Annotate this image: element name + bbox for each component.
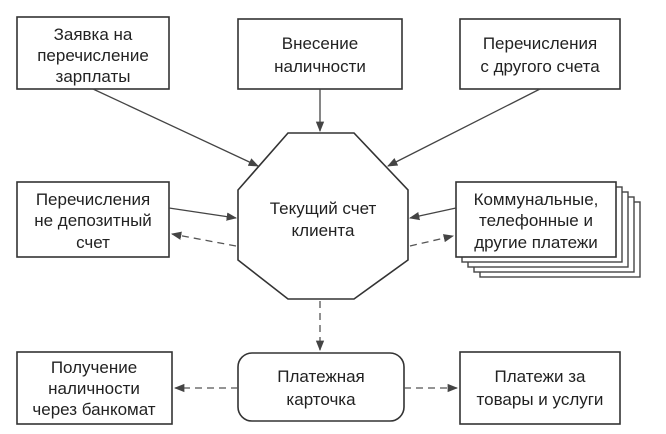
current-account-line-2: клиента (292, 221, 355, 240)
cash-withdrawal-line-2: наличности (48, 379, 140, 398)
arrow-utility-to-account (408, 207, 457, 221)
arrow-salary-to-account (92, 88, 259, 167)
cash-withdrawal-line-3: через банкомат (32, 400, 155, 419)
goods-payments-line-1: Платежи за (495, 367, 586, 386)
cash-deposit-box: Внесение наличности (237, 18, 403, 90)
arrow-transfers-deposit-to-account (168, 207, 238, 221)
cash-deposit-line-1: Внесение (282, 34, 358, 53)
payment-card-line-1: Платежная (277, 367, 365, 386)
transfers-deposit-box: Перечисления не депозитный счет (16, 181, 170, 258)
salary-request-line-3: зарплаты (56, 67, 131, 86)
arrow-transfers-other-to-account (387, 88, 541, 167)
transfers-other-line-1: Перечисления (483, 34, 597, 53)
transfers-other-line-2: с другого счета (480, 57, 600, 76)
salary-request-line-2: перечисление (37, 46, 149, 65)
payment-card-line-2: карточка (286, 390, 356, 409)
utility-payments-stack: Коммунальные, телефонные и другие платеж… (455, 181, 641, 278)
transfers-other-box: Перечисления с другого счета (459, 18, 621, 90)
cash-withdrawal-line-1: Получение (51, 358, 137, 377)
arrow-account-to-transfers-deposit (170, 231, 237, 247)
transfers-deposit-line-2: не депозитный (34, 211, 152, 230)
cash-deposit-line-2: наличности (274, 57, 366, 76)
current-account-octagon: Текущий счет клиента (237, 132, 409, 300)
salary-request-line-1: Заявка на (54, 25, 133, 44)
arrow-account-to-utility (409, 234, 455, 247)
payment-card-box: Платежная карточка (237, 352, 405, 422)
utility-payments-line-2: телефонные и (479, 211, 593, 230)
current-account-line-1: Текущий счет (270, 199, 377, 218)
transfers-deposit-line-1: Перечисления (36, 190, 150, 209)
goods-payments-line-2: товары и услуги (477, 390, 604, 409)
utility-payments-line-1: Коммунальные, (474, 190, 599, 209)
utility-payments-line-3: другие платежи (474, 233, 598, 252)
goods-payments-box: Платежи за товары и услуги (459, 351, 621, 425)
salary-request-box: Заявка на перечисление зарплаты (16, 16, 170, 90)
cash-withdrawal-box: Получение наличности через банкомат (16, 351, 173, 425)
transfers-deposit-line-3: счет (76, 233, 110, 252)
